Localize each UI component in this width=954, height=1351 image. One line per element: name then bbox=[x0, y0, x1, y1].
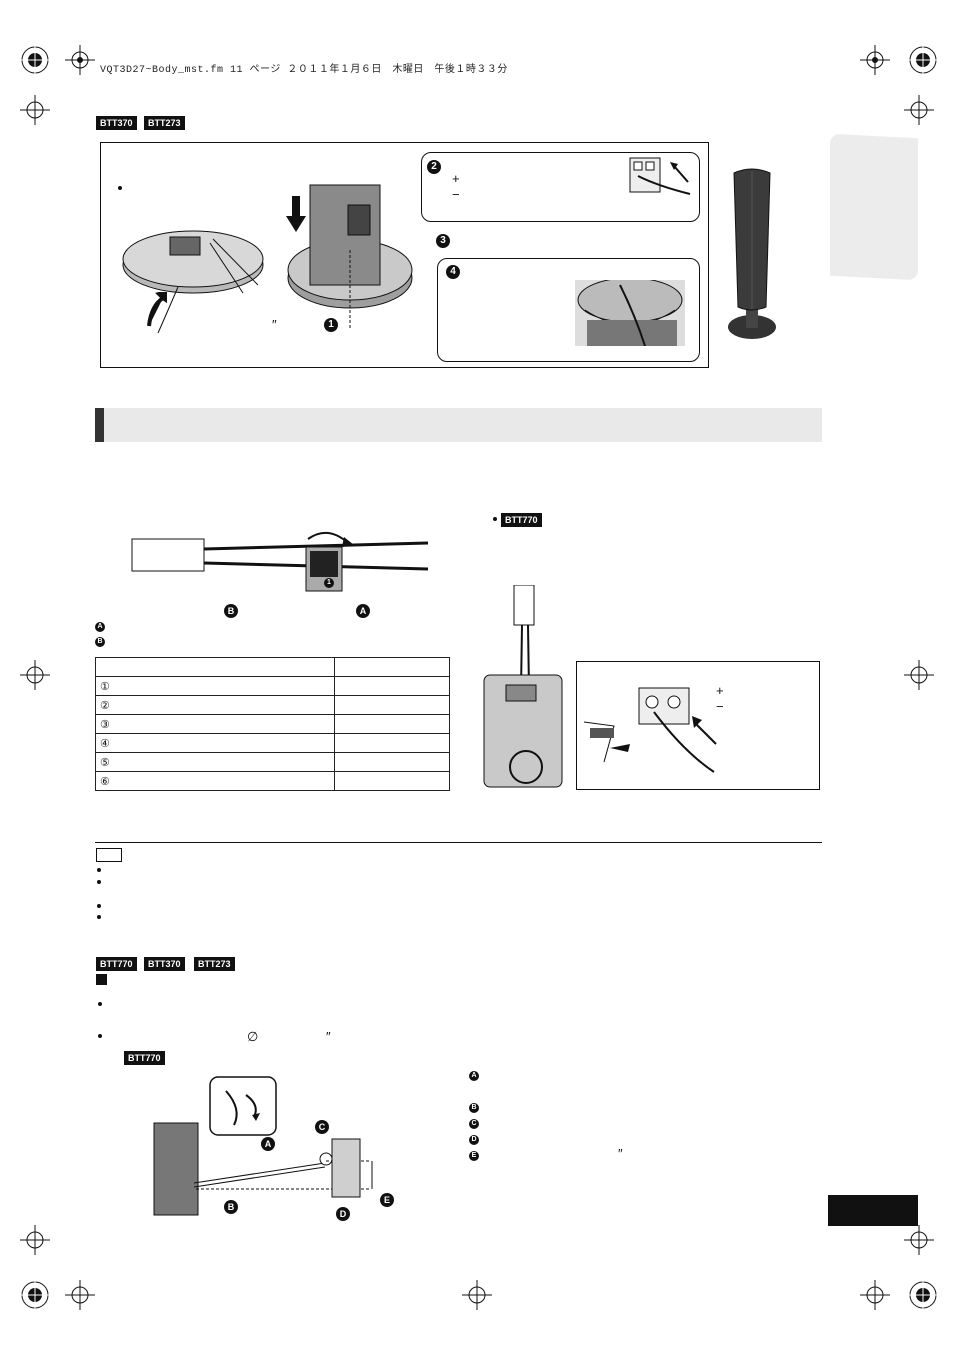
crosshair-icon bbox=[904, 1225, 934, 1255]
bullet bbox=[97, 880, 101, 884]
step-number: 2 bbox=[427, 160, 441, 174]
inch-mark: ″ bbox=[326, 1029, 331, 1044]
stand-base-illustration bbox=[122, 230, 264, 334]
crosshair-icon bbox=[904, 660, 934, 690]
minus-sign: − bbox=[452, 187, 460, 202]
divider bbox=[95, 842, 822, 843]
step-number: 4 bbox=[446, 265, 460, 279]
speaker-cable-illustration bbox=[131, 532, 429, 592]
callout-label: B bbox=[224, 604, 238, 618]
bullet bbox=[118, 186, 122, 190]
arrow-down-icon bbox=[286, 196, 306, 232]
registration-mark-icon bbox=[908, 45, 938, 75]
tall-speaker-illustration bbox=[728, 168, 776, 339]
registration-mark-icon bbox=[908, 1280, 938, 1310]
legend-label: D bbox=[469, 1135, 479, 1145]
page-number-tab bbox=[828, 1195, 918, 1226]
model-badge: BTT770 bbox=[501, 513, 542, 527]
registration-mark-icon bbox=[20, 1280, 50, 1310]
bullet bbox=[98, 1034, 102, 1038]
bullet bbox=[98, 1002, 102, 1006]
cable-routing-illustration bbox=[575, 280, 685, 346]
file-info-header: VQT3D27~Body_mst.fm 11 ページ ２０１１年１月６日 木曜日… bbox=[100, 65, 508, 76]
legend-label: E bbox=[469, 1151, 479, 1161]
crosshair-icon bbox=[904, 95, 934, 125]
crosshair-icon bbox=[65, 1280, 95, 1310]
section-heading-bar bbox=[95, 408, 822, 442]
table-row: ④ bbox=[95, 733, 450, 753]
bullet bbox=[97, 915, 101, 919]
terminal-connection-illustration bbox=[584, 687, 717, 773]
crosshair-icon bbox=[20, 95, 50, 125]
model-badge: BTT770 bbox=[96, 957, 137, 971]
callout-label: C bbox=[315, 1120, 329, 1134]
terminal-illustration bbox=[629, 157, 691, 195]
model-badge: BTT273 bbox=[194, 957, 235, 971]
crosshair-icon bbox=[860, 45, 890, 75]
registration-mark-icon bbox=[20, 45, 50, 75]
table-row: ⑤ bbox=[95, 752, 450, 772]
bullet bbox=[97, 868, 101, 872]
legend-label: A bbox=[469, 1071, 479, 1081]
callout-label: B bbox=[224, 1200, 238, 1214]
arrow-up-icon bbox=[147, 292, 167, 327]
speaker-stand-illustration bbox=[287, 184, 413, 330]
callout-label: D bbox=[336, 1207, 350, 1221]
inch-mark: ″ bbox=[272, 317, 277, 332]
plus-sign: + bbox=[716, 683, 724, 698]
legend-label: B bbox=[95, 637, 105, 647]
chapter-tab bbox=[830, 133, 918, 281]
callout-label: E bbox=[380, 1193, 394, 1207]
tag-number: 1 bbox=[324, 578, 334, 588]
legend-label: A bbox=[95, 622, 105, 632]
step-number: 3 bbox=[436, 234, 450, 248]
minus-sign: − bbox=[716, 699, 724, 714]
model-badge: BTT770 bbox=[124, 1051, 165, 1065]
plus-sign: + bbox=[452, 171, 460, 186]
model-badge: BTT273 bbox=[144, 116, 185, 130]
legend-label: B bbox=[469, 1103, 479, 1113]
inch-mark: ″ bbox=[618, 1146, 623, 1161]
table-row: ① bbox=[95, 676, 450, 696]
crosshair-icon bbox=[20, 1225, 50, 1255]
crosshair-icon bbox=[65, 45, 95, 75]
crosshair-icon bbox=[860, 1280, 890, 1310]
diameter-symbol: ∅ bbox=[247, 1029, 259, 1044]
callout-label: A bbox=[261, 1137, 275, 1151]
note-book-icon bbox=[96, 848, 122, 862]
table-header-row bbox=[95, 657, 450, 677]
rear-speaker-illustration bbox=[483, 585, 563, 788]
step-number: 1 bbox=[324, 318, 338, 332]
model-badge: BTT370 bbox=[96, 116, 137, 130]
table-row: ③ bbox=[95, 714, 450, 734]
crosshair-icon bbox=[462, 1280, 492, 1310]
bullet bbox=[97, 904, 101, 908]
table-row: ② bbox=[95, 695, 450, 715]
bullet bbox=[493, 517, 497, 521]
subsection-square-icon bbox=[96, 974, 107, 985]
legend-label: C bbox=[469, 1119, 479, 1129]
callout-label: A bbox=[356, 604, 370, 618]
crosshair-icon bbox=[20, 660, 50, 690]
wall-mount-illustration bbox=[153, 1076, 373, 1216]
table-row: ⑥ bbox=[95, 771, 450, 791]
cable-color-table: ① ② ③ ④ ⑤ ⑥ bbox=[95, 657, 450, 791]
model-badge: BTT370 bbox=[144, 957, 185, 971]
